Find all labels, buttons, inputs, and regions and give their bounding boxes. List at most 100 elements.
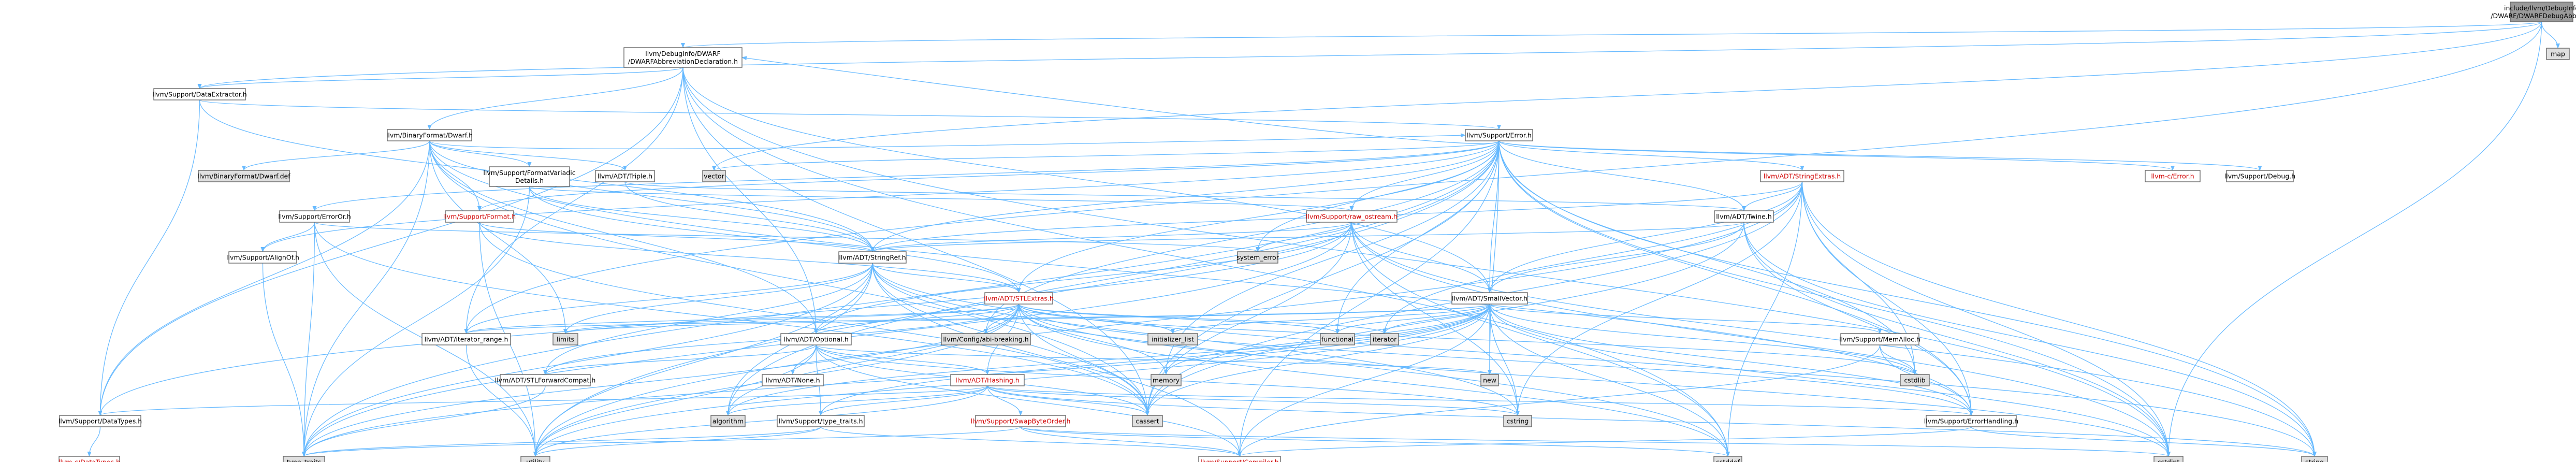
node-box <box>975 415 1066 427</box>
node-data-extractor[interactable]: llvm/Support/DataExtractor.h <box>152 88 247 100</box>
node-error-handling[interactable]: llvm/Support/ErrorHandling.h <box>1924 415 2018 427</box>
edge-binary_dwarf-to-error_handling <box>429 140 1973 416</box>
edge-stl_extras-to-cstdint <box>1018 304 2171 457</box>
node-label: llvm/Support/Debug.h <box>2224 172 2295 180</box>
node-binary-dwarf[interactable]: llvm/BinaryFormat/Dwarf.h <box>386 129 473 141</box>
node-label: llvm/Support/MemAlloc.h <box>1839 336 1920 343</box>
node-box <box>2145 170 2201 182</box>
node-label: llvm/ADT/Hashing.h <box>955 377 1019 384</box>
node-cstddef[interactable]: cstddef <box>1713 456 1742 462</box>
node-label: memory <box>1153 377 1180 384</box>
edge-align_of-to-type_traits <box>262 263 306 457</box>
node-c-data-types[interactable]: llvm-c/DataTypes.h <box>59 456 120 462</box>
node-debug-abbrev[interactable]: include/llvm/DebugInfo/DWARF/DWARFDebugA… <box>2491 2 2576 22</box>
node-label: /DWARF/DWARFDebugAbbrev.h <box>2491 12 2576 20</box>
node-triple[interactable]: llvm/ADT/Triple.h <box>595 170 655 182</box>
node-support-format[interactable]: llvm/Support/Format.h <box>443 210 516 223</box>
node-vector[interactable]: vector <box>702 170 726 182</box>
node-utility[interactable]: utility <box>520 456 550 462</box>
node-small-vector[interactable]: llvm/ADT/SmallVector.h <box>1451 292 1528 305</box>
node-box <box>1465 129 1533 141</box>
node-box <box>1198 456 1281 462</box>
node-twine[interactable]: llvm/ADT/Twine.h <box>1714 210 1774 223</box>
edge-support_error-to-functional <box>1335 140 1500 334</box>
node-box <box>489 166 570 187</box>
node-dwarf-def[interactable]: llvm/BinaryFormat/Dwarf.def <box>197 170 290 182</box>
node-support-error[interactable]: llvm/Support/Error.h <box>1465 129 1533 141</box>
node-map[interactable]: map <box>2546 48 2570 60</box>
node-system-error[interactable]: system_error <box>1236 251 1279 264</box>
node-stl-extras-top[interactable]: llvm/ADT/StringExtras.h <box>1760 170 1844 182</box>
node-align-of[interactable]: llvm/Support/AlignOf.h <box>226 251 299 264</box>
edge-support_error-to-memory <box>1164 140 1500 375</box>
edge-error_handling-to-string <box>1971 426 2317 457</box>
node-box <box>500 374 591 386</box>
node-label: limits <box>557 336 574 343</box>
node-box <box>1237 251 1278 264</box>
edge-support_error-to-stl_extras_top <box>1498 140 1804 171</box>
node-support-data-types[interactable]: llvm/Support/DataTypes.h <box>59 415 142 427</box>
edge-adt_hashing-to-string <box>987 385 2317 457</box>
edge-binary_dwarf-to-cassert <box>429 140 1149 416</box>
node-cstdlib[interactable]: cstdlib <box>1900 374 1930 386</box>
node-label: initializer_list <box>1152 336 1194 343</box>
node-swap-byte-order[interactable]: llvm/Support/SwapByteOrder.h <box>971 415 1071 427</box>
node-mem-alloc[interactable]: llvm/Support/MemAlloc.h <box>1839 333 1920 345</box>
node-box <box>2510 2 2573 22</box>
node-new[interactable]: new <box>1480 374 1499 386</box>
node-label: llvm/ADT/StringRef.h <box>839 254 906 262</box>
node-config-abi[interactable]: llvm/Config/abi-breaking.h <box>941 333 1031 345</box>
node-box <box>2301 456 2328 462</box>
node-c-error[interactable]: llvm-c/Error.h <box>2145 170 2201 182</box>
edge-support_error-to-new <box>1488 140 1500 375</box>
node-cassert[interactable]: cassert <box>1132 415 1163 427</box>
edge-binary_dwarf-to-adt_optional <box>429 140 818 334</box>
node-type-traits[interactable]: type_traits <box>283 456 325 462</box>
edge-data_extractor-to-support_data_types <box>98 99 200 416</box>
node-adt-hashing[interactable]: llvm/ADT/Hashing.h <box>950 374 1025 386</box>
node-label: llvm-c/DataTypes.h <box>59 458 120 462</box>
node-cstring[interactable]: cstring <box>1503 415 1532 427</box>
edge-twine-to-small_vector <box>1488 222 1744 293</box>
node-abbrev-decl[interactable]: llvm/DebugInfo/DWARF/DWARFAbbreviationDe… <box>623 47 743 68</box>
node-cstdint[interactable]: cstdint <box>2153 456 2184 462</box>
edge-iterator_range-to-utility <box>465 344 537 457</box>
node-box <box>1713 456 1742 462</box>
edge-swap_byte_order-to-cstddef <box>1020 426 1730 457</box>
node-string-ref[interactable]: llvm/ADT/StringRef.h <box>838 251 907 264</box>
edge-small_vector-to-error_handling <box>1489 304 1973 416</box>
node-support-debug[interactable]: llvm/Support/Debug.h <box>2224 170 2295 182</box>
node-raw-ostream[interactable]: llvm/Support/raw_ostream.h <box>1306 210 1398 223</box>
edge-swap_byte_order-to-type_traits <box>302 426 1021 457</box>
node-type-traits-h[interactable]: llvm/Support/type_traits.h <box>777 415 865 427</box>
node-label: cstddef <box>1716 458 1740 462</box>
node-label: llvm/ADT/None.h <box>765 377 820 384</box>
node-limits[interactable]: limits <box>552 333 578 345</box>
edge-type_traits_h-to-type_traits <box>302 426 821 457</box>
edge-stl_extras_top-to-utility <box>533 181 1803 457</box>
edge-adt_optional-to-new <box>816 344 1492 375</box>
node-error-or[interactable]: llvm/Support/ErrorOr.h <box>278 210 351 223</box>
node-functional[interactable]: functional <box>1320 333 1355 345</box>
node-adt-optional[interactable]: llvm/ADT/Optional.h <box>780 333 852 345</box>
node-adt-none[interactable]: llvm/ADT/None.h <box>762 374 824 386</box>
node-algorithm[interactable]: algorithm <box>710 415 746 427</box>
edge-support_error-to-vector <box>712 140 1500 171</box>
node-string[interactable]: string <box>2301 456 2328 462</box>
edge-stl_extras-to-iterator_range <box>464 304 1020 334</box>
edge-stl_extras-to-cassert <box>1018 304 1149 416</box>
node-initializer-list[interactable]: initializer_list <box>1147 333 1198 345</box>
node-memory[interactable]: memory <box>1151 374 1182 386</box>
edge-string_ref-to-type_traits <box>302 263 873 457</box>
edge-stl_extras_top-to-iterator <box>1382 181 1803 334</box>
node-stl-forward-compat[interactable]: llvm/ADT/STLForwardCompat.h <box>495 374 596 386</box>
edge-binary_dwarf-to-dwarf_def <box>242 140 430 171</box>
node-stl-extras[interactable]: llvm/ADT/STLExtras.h <box>984 292 1054 305</box>
edge-stl_extras-to-limits <box>563 304 1020 334</box>
node-iterator-range[interactable]: llvm/ADT/iterator_range.h <box>421 333 511 345</box>
edge-raw_ostream-to-adt_optional <box>814 222 1352 334</box>
node-support-compiler[interactable]: llvm/Support/Compiler.h <box>1198 456 1281 462</box>
edge-stl_extras-to-cstddef <box>1018 304 1730 457</box>
node-iterator[interactable]: iterator <box>1370 333 1399 345</box>
